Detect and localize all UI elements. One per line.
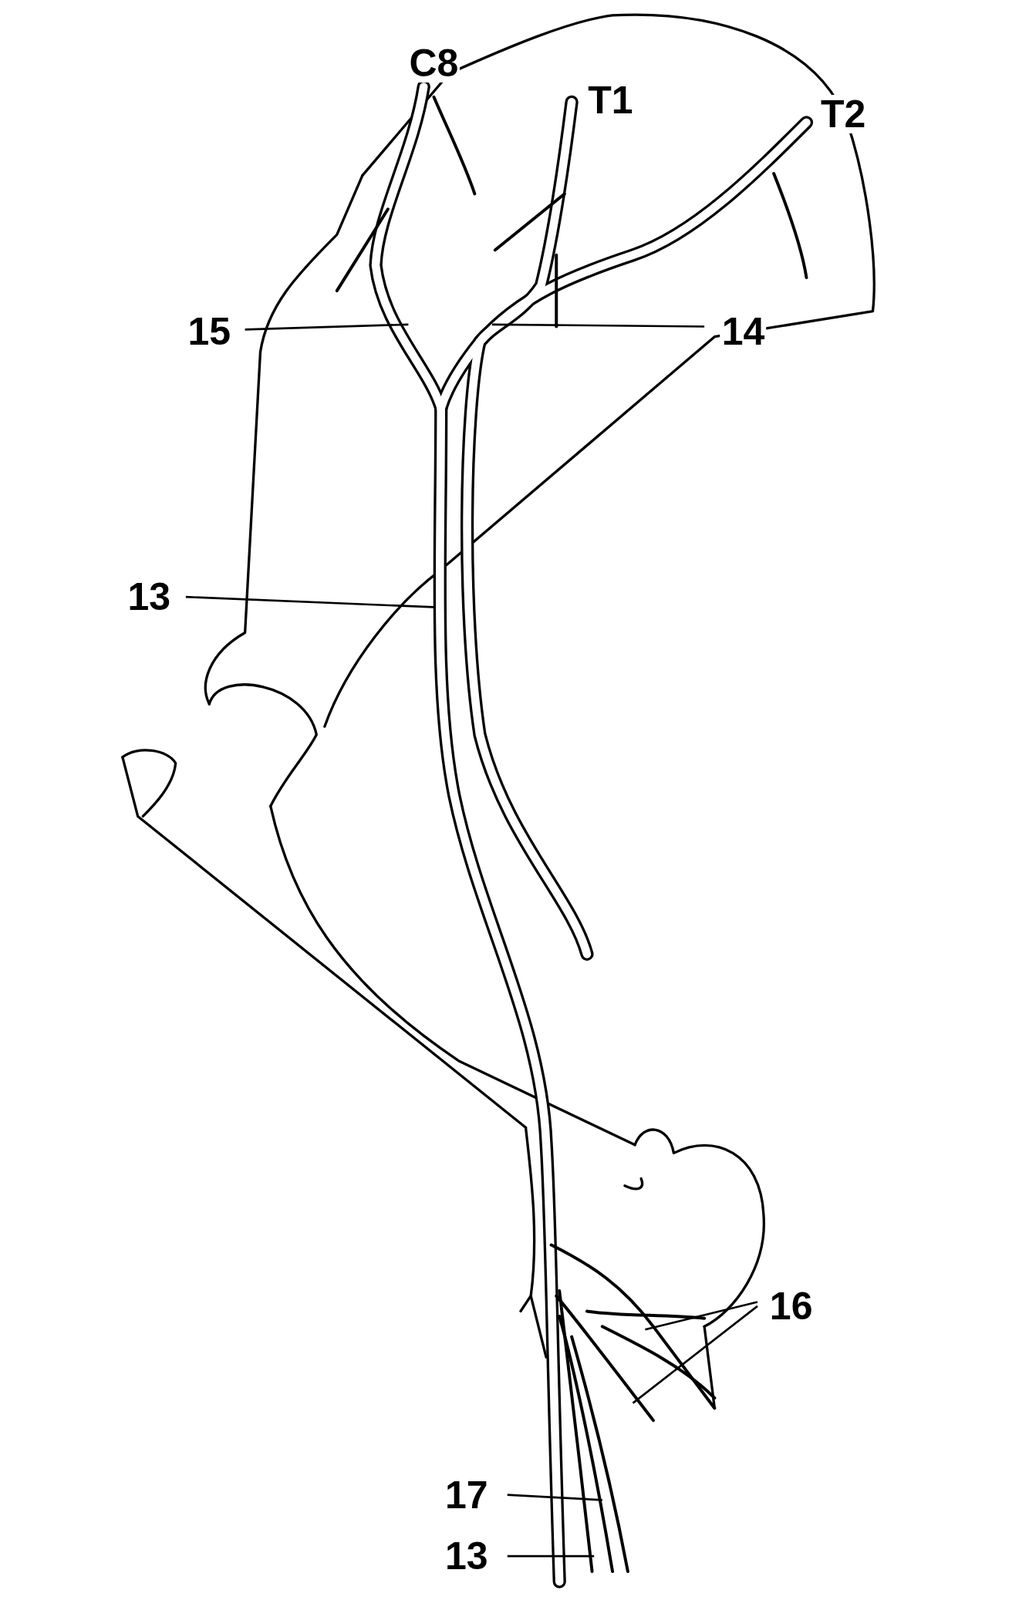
root-label: C8 [407,43,460,83]
humerus-outline [270,806,635,1145]
nerve-branch [571,1337,628,1573]
leader-line [644,1302,758,1331]
nerve-branch [433,97,475,195]
nerve-branch [602,1326,716,1399]
leader-line [507,1495,603,1502]
humerus-outline [520,1127,535,1312]
nerve-branch [554,255,558,328]
callout-number: 14 [720,312,767,351]
scapula-outline [324,14,874,727]
root-label: T2 [819,94,868,134]
callout-number: 17 [443,1476,490,1515]
callout-number: 16 [768,1287,815,1326]
humerus-outline [634,1130,764,1327]
nerve-branch [337,209,388,291]
humerus-outline [122,757,527,1128]
scapula-outline [205,175,362,705]
humerus-outline [624,1178,643,1189]
humerus-outline [209,684,317,807]
nerve-branch [559,1291,592,1573]
callout-number: 13 [125,577,173,617]
callout-number: 13 [443,1537,490,1576]
callout-number: 15 [185,312,233,351]
leader-line [507,1555,594,1559]
leader-line [633,1306,758,1404]
nerve-branch [587,1311,705,1319]
nerve-branch [495,193,565,250]
root-label: T1 [586,80,635,120]
leader-line [185,597,435,608]
nerve-branch [773,173,807,278]
leader-line [245,324,409,331]
leader-line [492,324,705,328]
